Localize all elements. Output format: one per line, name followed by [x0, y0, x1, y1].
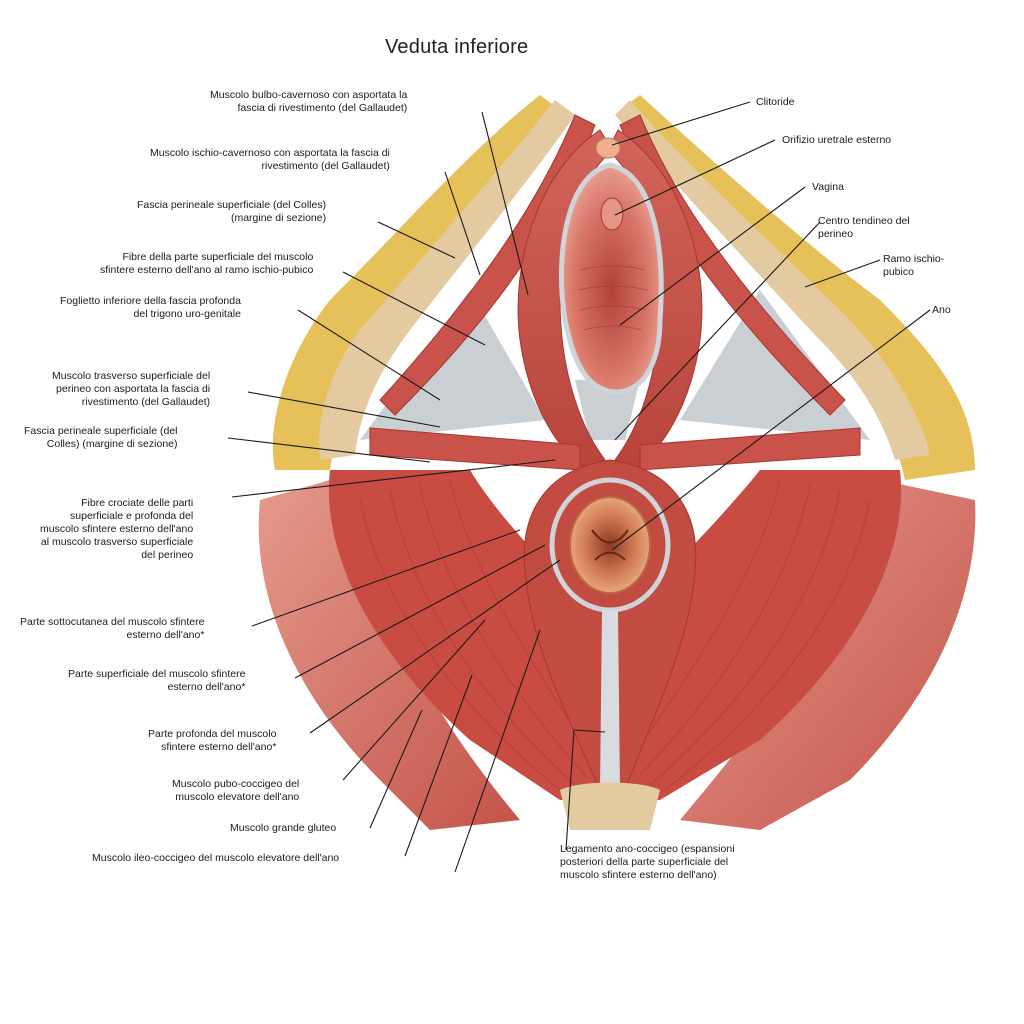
label-sphincter-fibers-ramus: Fibre della parte superficiale del musco…: [100, 251, 314, 276]
view-title: Veduta inferiore: [385, 36, 529, 58]
label-ischiocavernosus: Muscolo ischio-cavernoso con asportata l…: [150, 147, 390, 172]
label-deep-fascia-inferior: Foglietto inferiore della fascia profond…: [60, 295, 241, 320]
label-anus: Ano: [932, 304, 951, 316]
label-colles-fascia-1: Fascia perineale superficiale (del Colle…: [137, 199, 327, 224]
clitoris: [595, 137, 621, 159]
label-iliococcygeus: Muscolo ileo-coccigeo del muscolo elevat…: [92, 852, 340, 864]
coccyx: [560, 782, 660, 830]
anococcygeal-ligament: [600, 610, 620, 790]
label-ischiopubic-ramus: Ramo ischio-pubico: [883, 253, 945, 278]
label-clitoris: Clitoride: [756, 96, 795, 108]
leader-lines: [227, 101, 931, 873]
urethral-orifice: [600, 197, 624, 231]
label-gluteus-maximus: Muscolo grande gluteo: [230, 822, 337, 834]
label-vagina: Vagina: [812, 181, 844, 193]
label-urethral-orifice: Orifizio uretrale esterno: [782, 134, 892, 146]
vagina: [558, 162, 664, 395]
label-bulbospongiosus: Muscolo bulbo-cavernoso con asportata la…: [210, 89, 408, 114]
